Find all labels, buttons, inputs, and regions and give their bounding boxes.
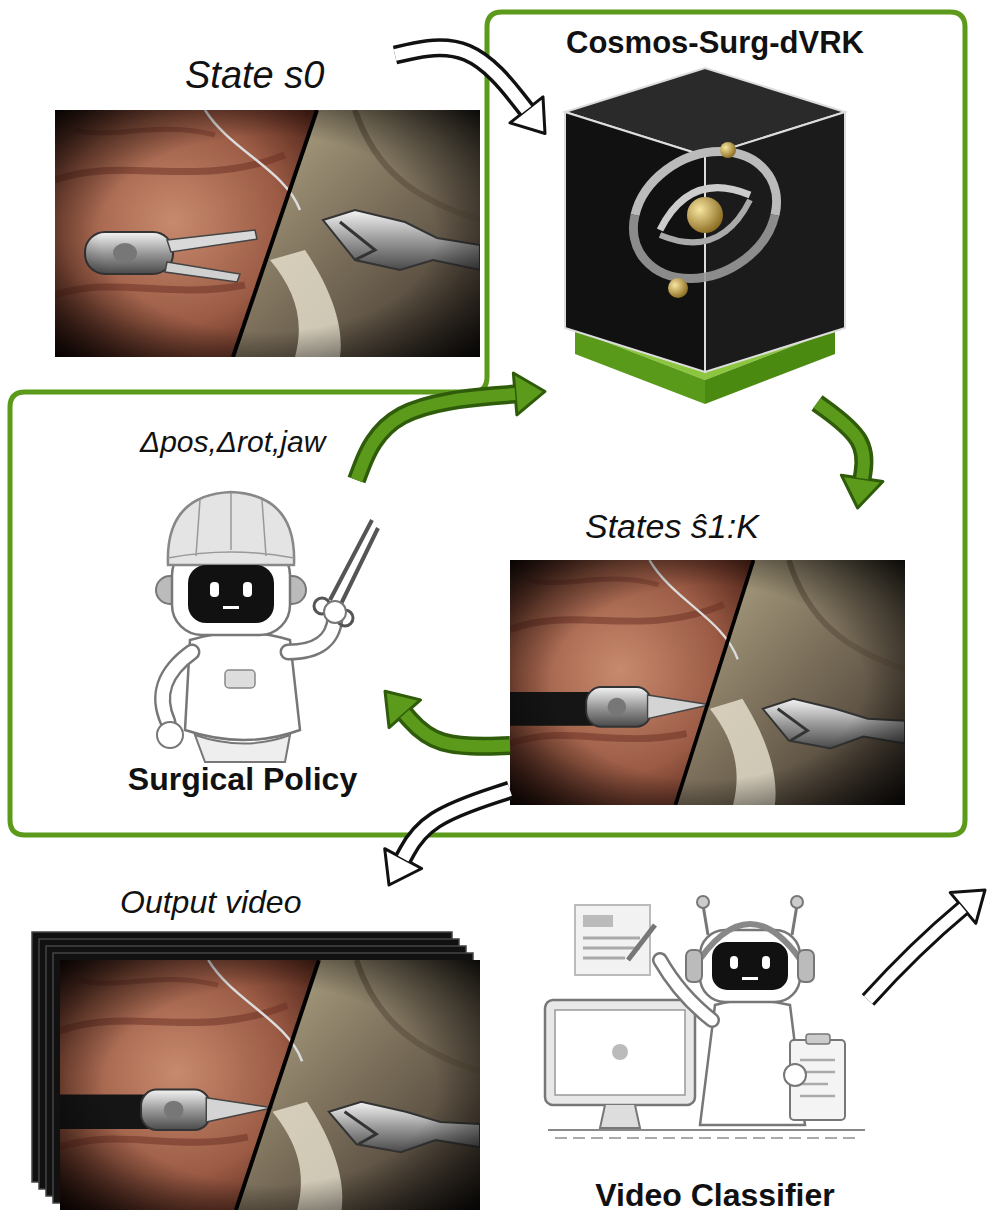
classifier-robot [583,915,613,927]
policy-robot [156,492,378,762]
cosmos-cube-icon [720,142,736,158]
policy-robot [163,652,192,722]
classifier-robot [555,1010,685,1095]
policy-robot [157,722,183,748]
flow-arrow [357,373,546,480]
classifier-robot [686,950,702,982]
output-arrow [868,908,963,1000]
classifier-robot [545,896,865,1138]
arrow-outline [395,48,526,110]
node-label: States ŝ1:K [585,508,759,545]
node-label: Surgical Policy [100,762,385,797]
classifier-robot [545,1000,695,1105]
classifier-robot [555,1137,860,1139]
classifier-robot [791,896,803,908]
arrow-outline [405,714,510,747]
policy-robot [324,601,346,623]
policy-robot [210,582,219,597]
arrow-shaft [395,48,526,110]
arrow-shaft [403,790,510,858]
policy-robot [288,618,335,652]
input-state-frame: State s0 [55,55,480,357]
classifier-robot [792,905,797,935]
classifier-robot [628,925,655,960]
policy-robot [163,652,192,722]
cosmos-cube-icon [668,278,688,298]
arrow-outline [357,394,516,480]
arrow-head [513,373,545,415]
classifier-robot [712,942,788,990]
arrow-head [841,475,883,508]
world-model: Cosmos-Surg-dVRK [545,18,885,403]
video-frame-stack [60,960,480,1210]
cosmos-cube-icon [705,112,845,372]
flow-arrow [385,790,510,885]
classifier-robot [762,956,770,969]
edge-label: Δpos,Δrot,jaw [140,425,325,458]
surgical-policy: Surgical Policy [100,480,385,800]
node-label: Output video [120,885,301,920]
video-classifier: Video Classifier [540,895,890,1215]
policy-robot [225,670,255,688]
classifier-robot [742,977,758,980]
classifier-robot [806,1034,830,1044]
arrow-shaft [357,394,516,480]
classifier-robot [612,1044,628,1060]
cosmos-cube-icon [565,68,845,404]
node-label: Cosmos-Surg-dVRK [545,26,885,60]
arrow-head [510,97,545,134]
node-label: Video Classifier [540,1178,890,1213]
policy-robot [168,492,294,565]
arrow-outline [403,790,510,858]
arrow-head [385,691,421,727]
policy-robot [243,582,252,597]
video-frame-stack [32,932,480,1210]
cosmos-cube-icon [687,197,723,233]
predicted-states: States ŝ1:K [510,508,905,805]
classifier-robot [548,1129,865,1131]
arrow-shaft [817,403,864,478]
surgical-scene-image [55,110,480,357]
flow-arrow [395,48,545,134]
classifier-robot [697,896,709,908]
surgical-scene-image [510,560,905,805]
output-video: Output video [25,885,480,1215]
world-model-group-outline [10,12,965,835]
classifier-robot [703,905,708,935]
flow-arrow [817,403,883,508]
output-arrow [868,908,963,1000]
output-arrow [868,890,985,1000]
policy-robot [223,606,239,609]
classifier-robot [600,1105,640,1128]
policy-robot [168,493,294,558]
classifier-robot [798,950,814,982]
policy-robot [330,520,378,606]
arrow-shaft [405,714,510,747]
policy-robot [288,618,335,652]
arrow-head [385,849,422,885]
node-label: State s0 [185,55,324,97]
arrow-outline [817,403,864,478]
classifier-robot [784,1064,806,1086]
flow-arrow [385,691,510,746]
policy-robot [188,565,274,623]
classifier-robot [575,905,650,975]
classifier-robot [730,956,738,969]
